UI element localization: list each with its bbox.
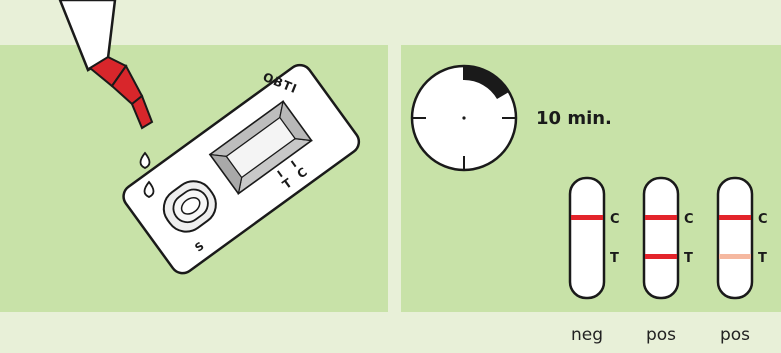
- strip-label-t: T: [684, 251, 693, 266]
- result-strip-negative: C T: [568, 176, 620, 300]
- test-line: [645, 254, 677, 259]
- drop-2: [143, 180, 155, 198]
- caption-positive-strong: pos: [645, 325, 677, 345]
- result-strip-positive-strong: C T: [642, 176, 694, 300]
- strip-label-t: T: [610, 251, 619, 266]
- test-cassette: C T S OBTI: [122, 63, 361, 275]
- strip-label-t: T: [758, 251, 767, 266]
- control-line: [571, 215, 603, 220]
- drop-1: [139, 151, 151, 169]
- dropper-icon: [58, 0, 154, 130]
- timer-icon: [410, 64, 518, 172]
- wait-time-label: 10 min.: [536, 108, 612, 129]
- test-line-faint: [719, 254, 751, 259]
- strip-label-c: C: [610, 212, 620, 227]
- control-line: [645, 215, 677, 220]
- result-strip-positive-faint: C T: [716, 176, 768, 300]
- drops: [139, 151, 155, 198]
- strip-label-c: C: [758, 212, 768, 227]
- caption-positive-faint: pos: [719, 325, 751, 345]
- sample-well: [162, 180, 217, 233]
- control-line: [719, 215, 751, 220]
- strip-label-c: C: [684, 212, 694, 227]
- caption-negative: neg: [570, 325, 604, 345]
- result-window: [208, 100, 313, 195]
